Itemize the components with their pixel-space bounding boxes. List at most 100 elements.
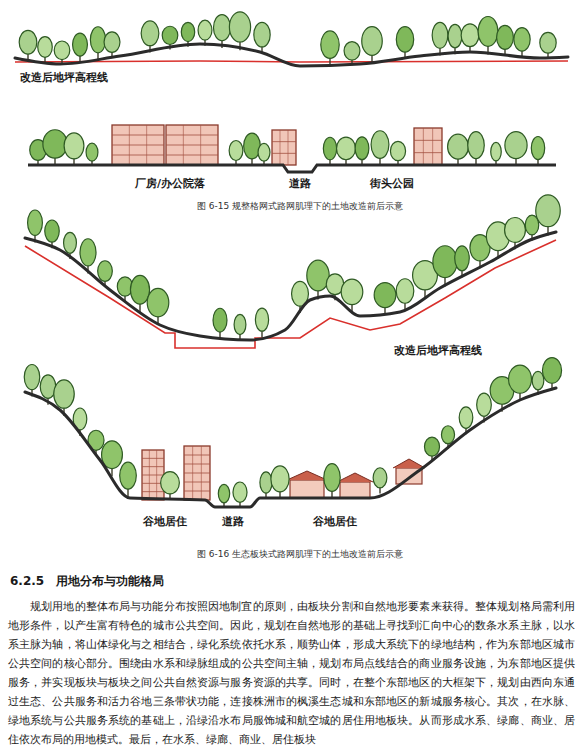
- building-column: [192, 446, 193, 500]
- section-heading: 6.2.5 用地分布与功能格局: [10, 573, 164, 590]
- tree-canopy: [432, 22, 448, 48]
- building: [414, 128, 442, 165]
- tree-canopy: [233, 482, 247, 502]
- tree-canopy: [461, 24, 479, 47]
- tree-canopy: [234, 314, 246, 334]
- tree-canopy: [86, 143, 98, 161]
- tree-canopy: [497, 25, 514, 49]
- body-paragraph: 规划用地的整体布局与功能分布按照因地制宜的原则，由板块分割和自然地形要素来获得。…: [8, 597, 575, 749]
- tree-canopy: [73, 33, 88, 56]
- figure-label: 道路: [289, 176, 311, 191]
- building-floor: [184, 491, 210, 492]
- tree-canopy: [540, 32, 556, 53]
- tree-canopy: [38, 37, 53, 58]
- tree-canopy: [229, 12, 250, 42]
- tree-canopy: [321, 31, 339, 58]
- tree-canopy: [396, 279, 414, 304]
- tree-canopy: [532, 371, 544, 390]
- tree-canopy: [505, 218, 526, 243]
- tree-canopy: [448, 24, 462, 47]
- figure-caption: 图 6-15 规整格网式路网肌理下的土地改造前后示意: [197, 200, 403, 213]
- tree-canopy: [218, 484, 229, 503]
- tree-canopy: [371, 131, 389, 159]
- tree-canopy: [390, 141, 405, 160]
- tree-canopy: [54, 380, 75, 408]
- building-floor: [272, 141, 296, 142]
- building-column: [201, 446, 202, 500]
- tree-canopy: [181, 22, 194, 41]
- building-column: [432, 128, 433, 165]
- tree-canopy: [396, 27, 413, 52]
- terrain-line: [28, 165, 556, 172]
- tree-canopy: [254, 22, 270, 47]
- tree-canopy: [19, 30, 37, 54]
- building-floor: [184, 455, 210, 456]
- terrain-line: [25, 232, 556, 340]
- tree-canopy: [536, 195, 560, 227]
- building-floor: [184, 473, 210, 474]
- building: [166, 125, 218, 165]
- tree-canopy: [323, 137, 336, 160]
- tree-canopy: [477, 393, 492, 416]
- building: [142, 450, 164, 500]
- building-column: [183, 125, 184, 165]
- figure-label: 街头公园: [370, 176, 414, 191]
- tree-canopy: [341, 279, 363, 305]
- building-floor: [166, 135, 218, 136]
- tree-canopy: [355, 137, 369, 160]
- tree-canopy: [271, 466, 289, 492]
- figure-label: 厂房/办公院落: [135, 176, 205, 191]
- tree-canopy: [424, 437, 439, 456]
- tree-canopy: [198, 20, 212, 40]
- building-floor: [142, 466, 164, 467]
- tree-canopy: [161, 472, 180, 494]
- house-roof: [393, 459, 425, 468]
- building-column: [423, 128, 424, 165]
- tree-canopy: [64, 133, 84, 159]
- building-floor: [414, 140, 442, 141]
- building-floor: [166, 145, 218, 146]
- tree-canopy: [459, 407, 473, 428]
- figure-label: 谷地居住: [313, 514, 357, 529]
- tree-canopy: [229, 140, 243, 160]
- terrain-line: [25, 388, 556, 507]
- tree-canopy: [213, 15, 230, 41]
- building-floor: [142, 475, 164, 476]
- tree-canopy: [468, 132, 485, 159]
- tree-canopy: [260, 472, 272, 493]
- building-column: [156, 450, 157, 500]
- tree-canopy: [324, 464, 340, 492]
- building: [112, 125, 164, 165]
- building-floor: [184, 464, 210, 465]
- building-floor: [142, 491, 164, 492]
- building-column: [280, 130, 281, 165]
- tree-canopy: [64, 232, 77, 253]
- tree-canopy: [509, 365, 532, 393]
- tree-canopy: [24, 364, 39, 389]
- tree-canopy: [491, 142, 502, 161]
- house-roof: [337, 473, 373, 482]
- tree-canopy: [213, 308, 227, 332]
- tree-canopy: [448, 134, 469, 159]
- tree-canopy: [374, 283, 396, 308]
- tree-canopy: [98, 261, 113, 282]
- tree-canopy: [337, 137, 356, 160]
- tree-canopy: [478, 17, 498, 47]
- building-column: [129, 125, 130, 165]
- house-roof: [287, 471, 327, 480]
- tree-canopy: [104, 32, 120, 53]
- tree-canopy: [433, 246, 457, 278]
- building-floor: [112, 135, 164, 136]
- tree-canopy: [362, 27, 383, 56]
- tree-canopy: [54, 41, 70, 60]
- tree-canopy: [514, 28, 530, 51]
- tree-canopy: [531, 137, 544, 160]
- tree-canopy: [455, 246, 470, 271]
- tree-canopy: [344, 42, 360, 61]
- tree-canopy: [80, 239, 96, 266]
- tree-canopy: [141, 21, 159, 46]
- tree-canopy: [258, 143, 270, 161]
- tree-canopy: [120, 462, 137, 489]
- tree-canopy: [441, 426, 454, 444]
- terrain-line: [15, 44, 568, 66]
